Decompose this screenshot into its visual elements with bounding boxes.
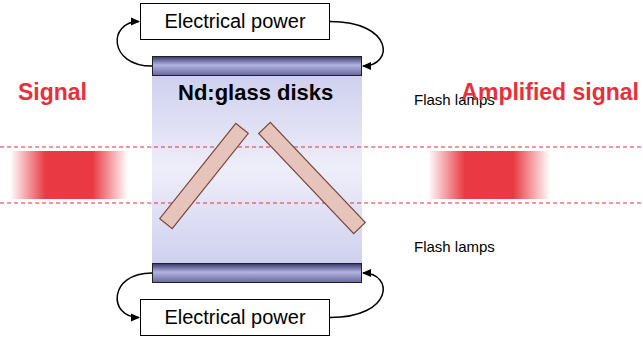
pump-light <box>152 76 362 263</box>
signal-pulse <box>10 151 128 199</box>
box-label: Electrical power <box>164 10 305 33</box>
beam-edge <box>0 202 643 203</box>
glass-disk <box>160 123 249 228</box>
signal-label: Signal <box>18 79 87 106</box>
power-box: Electrical power <box>140 299 330 336</box>
part-label: Nd:glass disks <box>178 80 333 106</box>
box-label: Electrical power <box>164 306 305 329</box>
glass-disk <box>259 122 366 233</box>
flash-lamp: Flash lamps <box>152 263 362 283</box>
signal-pulse <box>428 151 550 199</box>
flash-lamp: Flash lamps <box>152 56 362 76</box>
power-box: Electrical power <box>140 3 330 40</box>
beam-edge <box>0 146 643 147</box>
lamp-label: Flash lamps <box>414 238 495 255</box>
signal-label: Amplified signal <box>461 79 639 106</box>
